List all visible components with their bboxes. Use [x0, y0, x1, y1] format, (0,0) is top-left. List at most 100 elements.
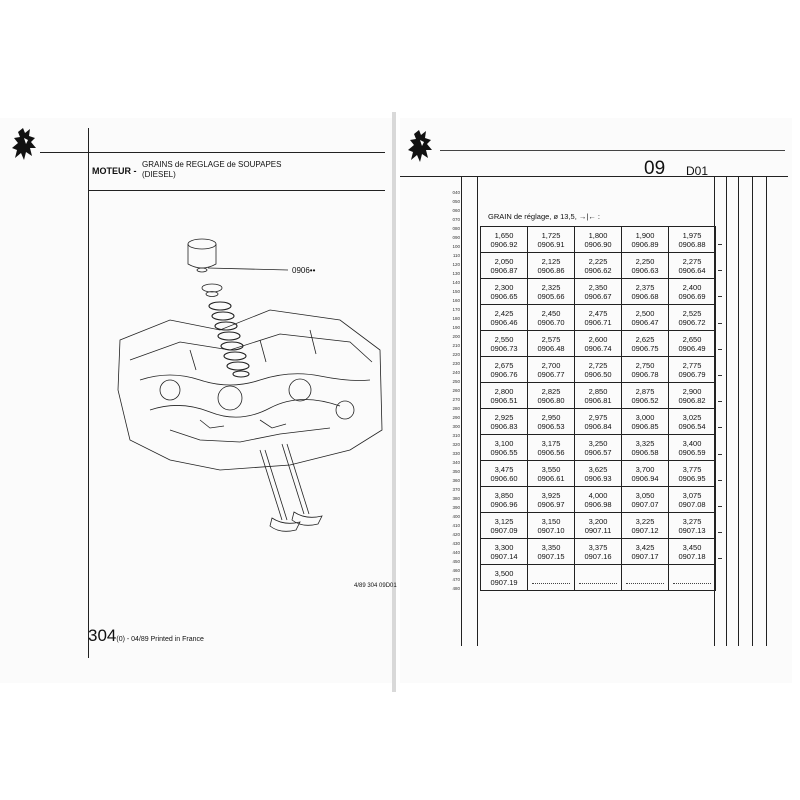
part-reference: 0905.66	[537, 291, 565, 301]
part-reference: 0906.90	[584, 239, 612, 249]
part-reference: 0906.55	[490, 447, 518, 457]
row-index-label: 320	[452, 442, 460, 447]
shim-thickness: 3,125	[494, 516, 514, 526]
part-reference: 0906.73	[490, 343, 518, 353]
shim-thickness: 3,550	[541, 464, 561, 474]
part-reference: 0907.15	[537, 551, 565, 561]
shim-thickness: 2,350	[588, 282, 608, 292]
part-reference: 0907.09	[490, 525, 518, 535]
left-header-rule	[40, 152, 385, 153]
part-reference: 0907.14	[490, 551, 518, 561]
row-dash-mark	[718, 479, 722, 481]
shim-thickness: 3,850	[494, 490, 514, 500]
row-index-label: 280	[452, 406, 460, 411]
section-label: MOTEUR -	[92, 166, 137, 176]
peugeot-lion-logo	[10, 126, 40, 166]
shim-thickness: 2,950	[541, 412, 561, 422]
part-callout: 0906••	[292, 266, 316, 275]
shim-thickness: 2,750	[635, 360, 655, 370]
shim-thickness: 1,725	[541, 230, 561, 240]
shim-thickness: 2,825	[541, 386, 561, 396]
chapter-code: D01	[686, 164, 709, 178]
shim-thickness: 3,700	[635, 464, 655, 474]
row-dash-mark	[718, 532, 722, 534]
shim-thickness: 2,425	[494, 308, 514, 318]
part-reference: 0906.69	[678, 291, 706, 301]
part-reference: 0906.64	[678, 265, 706, 275]
part-reference: 0906.86	[537, 265, 565, 275]
empty-cell-dots	[532, 571, 570, 584]
shim-thickness: 2,925	[494, 412, 514, 422]
shim-thickness: 3,150	[541, 516, 561, 526]
part-reference: 0906.61	[537, 473, 565, 483]
shim-thickness: 2,850	[588, 386, 608, 396]
row-index-label: 460	[452, 568, 460, 573]
part-reference: 0906.47	[631, 317, 659, 327]
part-reference: 0906.94	[631, 473, 659, 483]
part-reference: 0906.92	[490, 239, 518, 249]
row-index-label: 080	[452, 226, 460, 231]
page-gutter	[392, 112, 396, 692]
row-dash-mark	[718, 558, 722, 560]
left-margin-rule	[88, 128, 89, 658]
shim-thickness: 2,500	[635, 308, 655, 318]
row-index-label: 220	[452, 352, 460, 357]
part-reference: 0906.95	[678, 473, 706, 483]
part-reference: 0906.80	[537, 395, 565, 405]
part-reference: 0906.54	[678, 421, 706, 431]
part-reference: 0907.17	[631, 551, 659, 561]
row-index-label: 140	[452, 280, 460, 285]
shim-thickness: 3,350	[541, 542, 561, 552]
row-index-label: 300	[452, 424, 460, 429]
column-rule-2	[738, 176, 739, 646]
section-title-line1: GRAINS de REGLAGE de SOUPAPES	[142, 160, 282, 169]
shim-thickness: 3,300	[494, 542, 514, 552]
part-reference: 0906.63	[631, 265, 659, 275]
part-reference: 0906.49	[678, 343, 706, 353]
part-reference: 0906.60	[490, 473, 518, 483]
shim-thickness: 1,900	[635, 230, 655, 240]
part-reference: 0907.08	[678, 499, 706, 509]
row-index-label: 250	[452, 379, 460, 384]
grid-cell	[621, 564, 669, 591]
shim-thickness: 2,275	[682, 256, 702, 266]
part-reference: 0907.10	[537, 525, 565, 535]
row-index-label: 480	[452, 586, 460, 591]
page-footer: 304(0) - 04/89 Printed in France	[88, 626, 204, 646]
part-reference: 0906.51	[490, 395, 518, 405]
shim-thickness: 3,475	[494, 464, 514, 474]
part-reference: 0906.78	[631, 369, 659, 379]
shim-thickness: 2,525	[682, 308, 702, 318]
part-reference: 0906.76	[490, 369, 518, 379]
row-index-label: 360	[452, 478, 460, 483]
part-reference: 0907.18	[678, 551, 706, 561]
